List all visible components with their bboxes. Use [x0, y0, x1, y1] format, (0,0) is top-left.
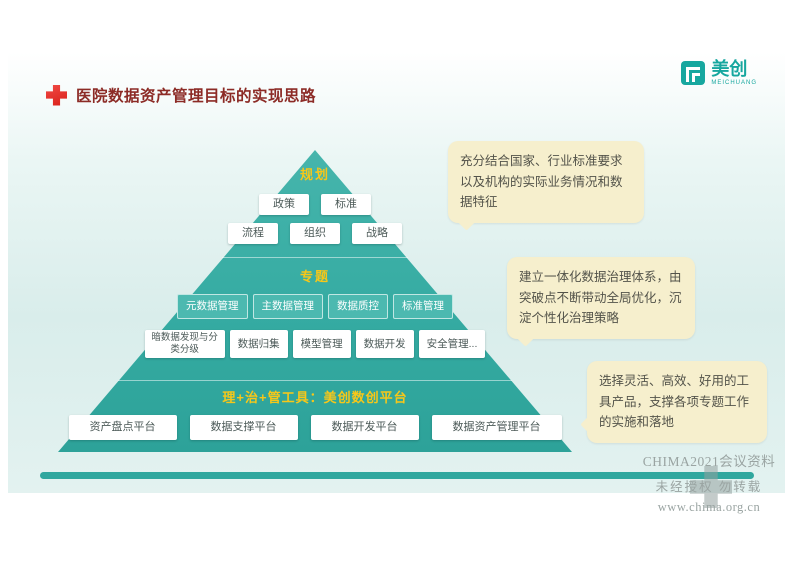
planning-row-2: 流程 组织 战略	[58, 223, 572, 245]
watermark-line-3: www.chima.org.cn	[657, 500, 761, 514]
pyramid-box-data-support-platform: 数据支撑平台	[189, 415, 298, 441]
meichuang-logo: 美创 MEICHUANG	[681, 60, 757, 86]
level-label-topics: 专题	[299, 269, 330, 284]
pyramid-box-asset-inventory-platform: 资产盘点平台	[68, 415, 177, 441]
pyramid-box-data-quality: 数据质控	[328, 294, 388, 319]
pyramid-box-data-asset-mgmt-platform: 数据资产管理平台	[431, 415, 562, 441]
topics-row-white: 暗数据发现与分类分级 数据归集 模型管理 数据开发 安全管理...	[58, 330, 572, 358]
callout-governance-system: 建立一体化数据治理体系，由突破点不断带动全局优化，沉淀个性化治理策略	[507, 257, 695, 339]
watermark-line-2: 未经授权 勿转载	[655, 480, 763, 494]
pyramid-box-data-dev-platform: 数据开发平台	[310, 415, 419, 441]
pyramid-box-organization: 组织	[290, 223, 340, 245]
pyramid-box-security-mgmt: 安全管理...	[418, 330, 486, 358]
watermark: CHIMA2021会议资料 未经授权 勿转载 www.chima.org.cn	[626, 450, 792, 515]
pyramid-box-metadata-mgmt: 元数据管理	[177, 294, 248, 319]
level-label-tools: 理+治+管工具：美创数创平台	[222, 390, 408, 405]
pyramid-box-policy: 政策	[259, 194, 309, 216]
level-divider-2	[118, 380, 512, 381]
level-divider-1	[222, 257, 408, 258]
red-cross-icon	[46, 84, 67, 106]
tools-row: 资产盘点平台 数据支撑平台 数据开发平台 数据资产管理平台	[58, 415, 572, 441]
pyramid-box-data-collection: 数据归集	[229, 330, 288, 358]
callout-tool-selection: 选择灵活、高效、好用的工具产品，支撑各项专题工作的实施和落地	[587, 361, 767, 443]
header: 医院数据资产管理目标的实现思路	[46, 84, 316, 106]
callout-standards: 充分结合国家、行业标准要求以及机构的实际业务情况和数据特征	[448, 141, 644, 223]
pyramid-box-standard: 标准	[321, 194, 371, 216]
pyramid-box-dark-data: 暗数据发现与分类分级	[144, 330, 225, 358]
pyramid-box-strategy: 战略	[352, 223, 402, 245]
level-label-planning: 规划	[299, 167, 330, 182]
topics-row-teal: 元数据管理 主数据管理 数据质控 标准管理	[58, 294, 572, 319]
pyramid-box-process: 流程	[228, 223, 278, 245]
planning-row-1: 政策 标准	[58, 194, 572, 216]
pyramid-box-model-mgmt: 模型管理	[292, 330, 351, 358]
pyramid-box-standard-mgmt: 标准管理	[393, 294, 453, 319]
page-title: 医院数据资产管理目标的实现思路	[76, 88, 317, 105]
meichuang-logo-icon	[681, 61, 706, 85]
bottom-progress-bar	[40, 472, 754, 479]
pyramid-box-masterdata-mgmt: 主数据管理	[252, 294, 323, 319]
pyramid-box-data-dev: 数据开发	[355, 330, 414, 358]
logo-subtext: MEICHUANG	[711, 80, 757, 86]
logo-text-block: 美创 MEICHUANG	[711, 60, 757, 86]
watermark-line-1: CHIMA2021会议资料	[642, 454, 776, 469]
logo-text: 美创	[711, 59, 748, 79]
